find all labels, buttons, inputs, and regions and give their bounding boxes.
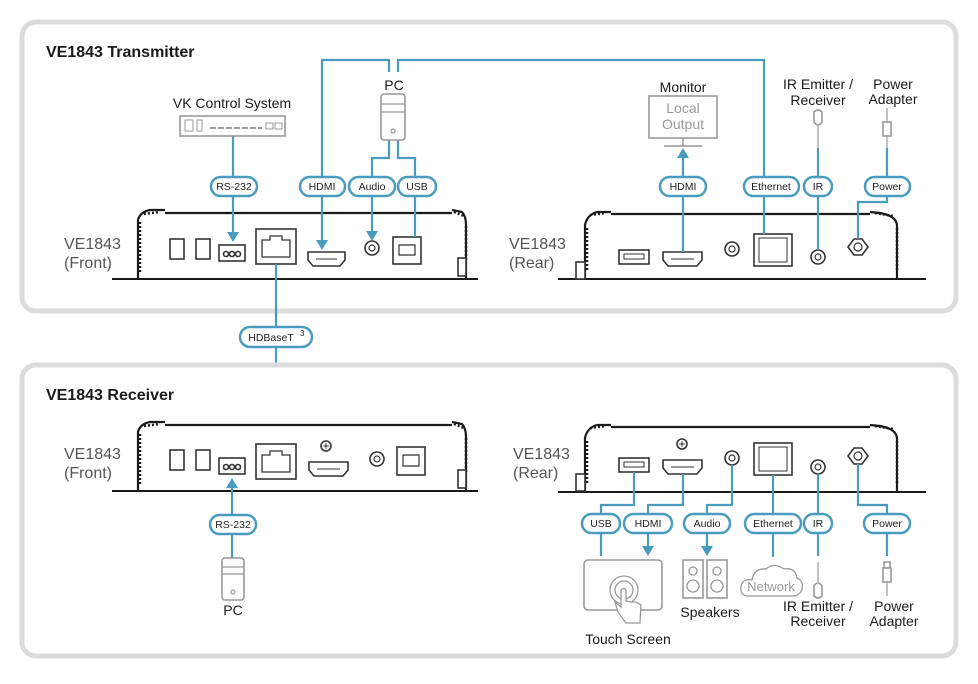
tx-ir-label-1: IR Emitter / [783,76,853,92]
svg-text:Power: Power [872,181,902,193]
ethernet-port-icon [753,233,793,267]
svg-text:Ethernet: Ethernet [751,181,791,193]
rx-ir-pill: IR [802,512,834,535]
rx-power-pill: Power [862,512,912,535]
tx-rear-label-1: VE1843 [509,236,566,253]
svg-text:Audio: Audio [359,181,386,193]
svg-text:IR: IR [813,518,824,530]
dip-switch-icon [195,449,211,471]
power-jack-icon [847,447,869,465]
rx-usb-pill: USB [580,512,622,535]
ir-jack-icon [810,249,826,265]
usb-b-port-icon [392,236,422,265]
rx-pc-tower-icon [221,557,245,601]
receiver-front-chassis [112,420,478,492]
tx-rs232-pill: RS-232 [209,175,259,198]
hdbaset-rj45-port-icon [255,228,297,265]
monitor-screen-text-1: Local [666,100,699,116]
rx-pc-label: PC [223,602,242,618]
ir-jack-icon [810,459,826,475]
rx-ir-label-1: IR Emitter / [783,598,853,614]
monitor-label: Monitor [660,79,707,95]
tx-power-label-2: Adapter [868,91,917,107]
rx-power-label-1: Power [874,598,914,614]
network-label: Network [747,579,795,594]
pc-tower-icon [380,93,406,141]
svg-text:Audio: Audio [694,518,721,530]
audio-jack-icon [369,451,385,467]
tx-ethernet-pill: Ethernet [742,175,801,198]
hdbaset-superscript: 3 [300,329,305,338]
vk-control-system-icon [179,115,286,137]
rx-rear-label-2: (Rear) [513,465,558,482]
transmitter-panel [19,19,959,314]
power-jack-icon [847,238,869,256]
hdbaset-rj45-port-icon [255,443,297,480]
rx-front-label-1: VE1843 [64,446,121,463]
ethernet-port-icon [753,442,793,476]
tx-audio-pill: Audio [347,175,397,198]
monitor-icon [648,95,718,147]
touch-screen-label: Touch Screen [585,631,671,647]
rx-front-label-2: (Front) [64,465,112,482]
hdbaset-link-pill: HDBaseT 3 [238,325,314,349]
svg-text:HDMI: HDMI [309,181,336,193]
tx-usb-pill: USB [396,175,438,198]
ir-emitter-icon [813,109,823,148]
tx-hdmi-in-pill: HDMI [298,175,347,198]
transmitter-front-chassis [112,208,478,280]
power-adapter-icon [882,561,892,596]
rx-hdmi-pill: HDMI [622,512,674,535]
svg-text:IR: IR [813,181,824,193]
tx-pc-label: PC [384,77,403,93]
dip-switch-icon [169,238,185,260]
rx-ir-label-2: Receiver [790,613,846,629]
tx-power-label-1: Power [873,76,913,92]
tx-hdmi-out-pill: HDMI [658,175,708,198]
vk-control-system-label: VK Control System [173,95,291,111]
svg-text:HDMI: HDMI [670,181,697,193]
dip-switch-icon [169,449,185,471]
receiver-title: VE1843 Receiver [46,387,174,404]
rx-rs232-pill: RS-232 [208,513,258,536]
tx-front-label-1: VE1843 [64,236,121,253]
tx-rear-label-2: (Rear) [509,255,554,272]
svg-text:HDMI: HDMI [635,518,662,530]
speakers-label: Speakers [680,604,739,620]
svg-text:USB: USB [406,181,428,193]
speakers-icon [682,559,728,599]
dip-switch-icon [195,238,211,260]
rx-audio-pill: Audio [682,512,732,535]
network-cloud-icon [740,564,804,597]
audio-jack-icon [724,241,740,257]
svg-text:Power: Power [872,518,902,530]
rx-ethernet-pill: Ethernet [743,512,803,535]
audio-jack-icon [364,240,380,256]
ir-emitter-icon [813,562,823,599]
tx-power-pill: Power [863,175,912,198]
tx-ir-label-2: Receiver [790,92,846,108]
usb-b-port-icon [396,446,426,476]
svg-text:RS-232: RS-232 [215,519,251,531]
monitor-screen-text-2: Output [662,116,704,132]
receiver-rear-chassis [558,423,926,493]
touch-screen-icon [583,559,663,624]
hdbaset-label: HDBaseT [248,332,294,344]
tx-front-label-2: (Front) [64,255,112,272]
transmitter-title: VE1843 Transmitter [46,44,195,61]
svg-text:USB: USB [590,518,612,530]
power-adapter-icon [882,108,892,148]
rx-power-label-2: Adapter [869,613,918,629]
rx-rear-label-1: VE1843 [513,446,570,463]
svg-text:RS-232: RS-232 [216,181,252,193]
transmitter-rear-chassis [558,210,926,280]
tx-ir-pill: IR [802,175,834,198]
svg-text:Ethernet: Ethernet [753,518,793,530]
audio-jack-icon [724,450,740,466]
